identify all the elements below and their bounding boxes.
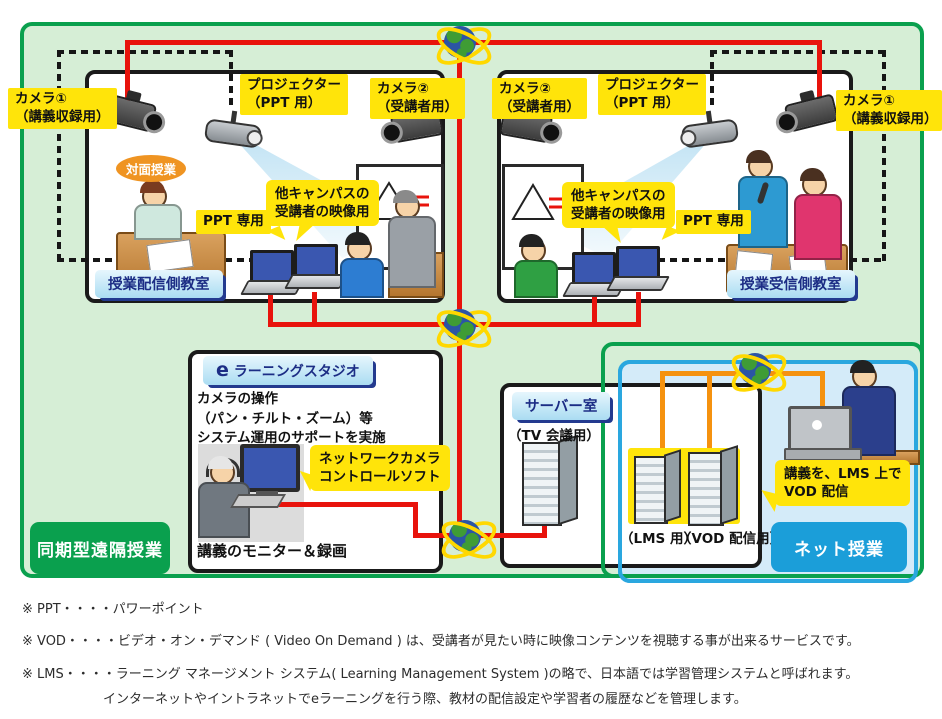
red-cable: [274, 502, 418, 507]
teacher-figure: [134, 180, 194, 240]
orange-cable: [707, 371, 712, 453]
dashed-line: [229, 50, 233, 106]
red-cable: [268, 292, 273, 324]
internet-globe-icon: [435, 512, 503, 567]
footnote-lms: ※ LMS・・・・ラーニング マネージメント システム( Learning Ma…: [22, 667, 859, 682]
camera2-right-label: カメラ② （受講者用）: [492, 78, 587, 120]
camera1-left-label: カメラ① （講義収録用）: [8, 88, 117, 130]
red-cable: [125, 40, 130, 102]
ppt-only-right-label: PPT 専用: [661, 210, 751, 245]
red-cable: [457, 40, 462, 537]
laptop-icon: [562, 252, 626, 297]
dashed-line: [57, 50, 61, 262]
studio-tab-e: e: [216, 359, 229, 381]
dashed-line: [882, 50, 886, 262]
orange-cable: [660, 371, 665, 453]
net-class-zone-label: ネット授業: [771, 522, 907, 572]
tv-server-rack-icon: [522, 434, 582, 526]
vod-caption: （VOD 配信用）: [678, 531, 784, 547]
internet-globe-icon: [430, 18, 498, 73]
red-cable: [312, 292, 317, 324]
presenter-figure: [388, 190, 450, 295]
sync-remote-zone-label: 同期型遠隔授業: [30, 522, 170, 574]
red-cable: [413, 502, 418, 538]
dashed-line: [57, 50, 233, 54]
laptop-icon: [606, 246, 670, 291]
studio-operator-figure: [198, 456, 262, 541]
other-campus-left-bubble: 他キャンパスの 受講者の映像用: [266, 180, 379, 242]
studio-tab: e ラーニングスタジオ: [203, 356, 373, 385]
vod-server-rack-icon: [688, 445, 742, 526]
monitor-record-caption: 講義のモニター＆録画: [197, 542, 348, 560]
lms-server-rack-icon: [634, 449, 684, 524]
vod-delivery-bubble: 講義を、LMS 上で VOD 配信: [757, 460, 911, 513]
projector-right-label: プロジェクター （PPT 用）: [598, 74, 706, 116]
keyboard-icon: [229, 494, 287, 508]
server-room-tab: サーバー室: [512, 392, 611, 420]
footnote-ppt: ※ PPT・・・・パワーポイント: [22, 602, 204, 617]
red-cable: [817, 40, 822, 102]
studio-description: カメラの操作 （パン・チルト・ズーム）等 システム運用のサポートを実施: [197, 391, 386, 447]
student-figure: [340, 232, 390, 298]
net-laptop-icon: [784, 406, 862, 461]
monitor-icon: [240, 444, 300, 500]
red-cable: [542, 518, 547, 538]
internet-globe-icon: [725, 345, 793, 400]
ppt-only-left-label: PPT 専用: [196, 210, 286, 245]
projector-left-label: プロジェクター （PPT 用）: [240, 74, 348, 116]
student-figure: [514, 234, 564, 298]
laptop-icon: [284, 244, 348, 289]
other-campus-right-bubble: 他キャンパスの 受講者の映像用: [562, 182, 675, 244]
camera-software-bubble: ネットワークカメラ コントロールソフト: [294, 445, 450, 492]
red-cable: [636, 292, 641, 324]
student-figure: [792, 168, 848, 260]
camera2-left-label: カメラ② （受講者用）: [370, 78, 465, 120]
footnote-lms-2: インターネットやイントラネットでeラーニングを行う際、教材の配信設定や学習者の履…: [103, 692, 747, 707]
student-with-mic-figure: [736, 150, 796, 250]
left-room-tab: 授業配信側教室: [95, 270, 223, 298]
internet-globe-icon: [430, 301, 498, 356]
orange-cable: [820, 371, 825, 417]
studio-tab-rest: ラーニングスタジオ: [228, 364, 360, 380]
camera1-right-label: カメラ① （講義収録用）: [836, 90, 942, 132]
dashed-line: [710, 50, 886, 54]
right-room-tab: 授業受信側教室: [727, 270, 855, 298]
tv-conference-caption: （TV 会議用）: [508, 428, 600, 444]
laptop-icon: [240, 250, 304, 295]
red-cable: [592, 294, 597, 324]
footnote-vod: ※ VOD・・・・ビデオ・オン・デマンド ( Video On Demand )…: [22, 634, 860, 649]
lms-caption: （LMS 用）: [620, 531, 697, 547]
dashed-line: [710, 50, 714, 106]
face-to-face-badge: 対面授業: [116, 155, 186, 182]
